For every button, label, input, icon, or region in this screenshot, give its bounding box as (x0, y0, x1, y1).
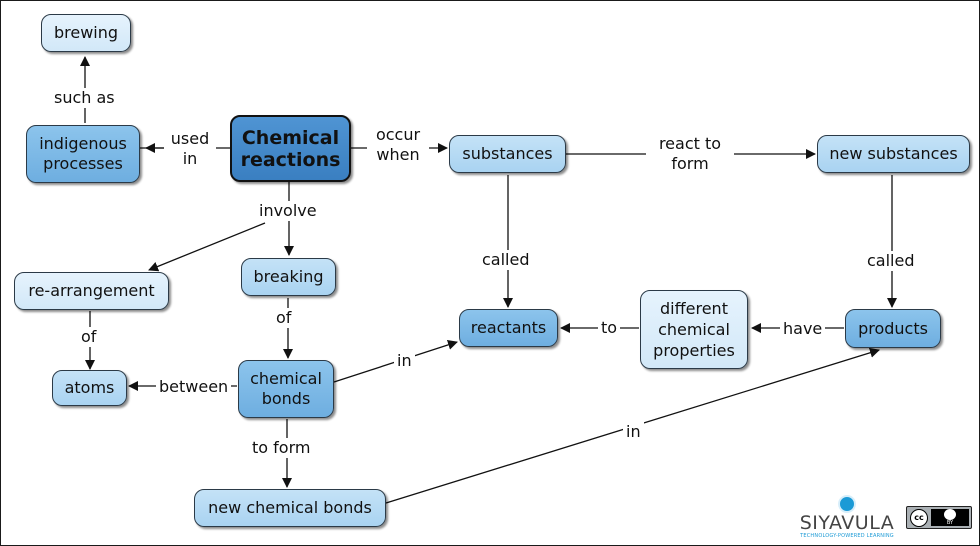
node-atoms-label: atoms (64, 378, 115, 397)
link-of-bonds: of (273, 308, 295, 328)
siyavula-wordmark: SIYAVULA (799, 512, 895, 534)
link-of-atoms: of (78, 327, 100, 347)
link-occur-when-text: occur when (375, 125, 421, 164)
node-chemical-reactions[interactable]: Chemical reactions (230, 115, 351, 182)
node-indigenous-processes-label: indigenous processes (39, 134, 127, 173)
by-attribution-block: BY (931, 509, 969, 526)
siyavula-logo-icon (838, 495, 856, 513)
link-to-form: to form (249, 438, 314, 458)
node-re-arrangement-label: re-arrangement (28, 281, 155, 300)
node-different-chemical-properties-label: different chemical properties (653, 299, 735, 360)
node-substances[interactable]: substances (449, 135, 566, 173)
link-occur-when: occur when (367, 125, 429, 165)
node-re-arrangement[interactable]: re-arrangement (14, 272, 169, 310)
cc-label: cc (914, 513, 924, 522)
link-have: have (780, 319, 826, 339)
link-to: to (598, 318, 621, 338)
link-used-in: used in (164, 129, 216, 169)
node-new-chemical-bonds[interactable]: new chemical bonds (194, 489, 386, 527)
link-called-products: called (864, 251, 918, 271)
edge-involve-rearrangement (148, 222, 266, 272)
node-new-chemical-bonds-label: new chemical bonds (208, 498, 372, 517)
node-chemical-bonds-label: chemical bonds (250, 369, 322, 408)
node-new-substances[interactable]: new substances (817, 135, 970, 173)
attribution-person-icon (944, 509, 956, 520)
link-such-as: such as (51, 88, 118, 108)
siyavula-logo: SIYAVULA TECHNOLOGY-POWERED LEARNING (797, 495, 897, 539)
node-indigenous-processes[interactable]: indigenous processes (26, 125, 140, 183)
link-in-reactants: in (394, 351, 415, 371)
link-in-products: in (623, 422, 644, 442)
link-between: between (156, 377, 232, 397)
node-brewing[interactable]: brewing (41, 14, 131, 52)
node-chemical-bonds[interactable]: chemical bonds (238, 360, 334, 418)
siyavula-tagline: TECHNOLOGY-POWERED LEARNING (800, 533, 894, 539)
link-involve: involve (256, 201, 320, 221)
link-called-reactants: called (479, 250, 533, 270)
node-substances-label: substances (462, 144, 553, 163)
node-products[interactable]: products (845, 309, 941, 348)
node-new-substances-label: new substances (829, 144, 958, 163)
node-brewing-label: brewing (53, 23, 119, 42)
link-used-in-text: used in (170, 129, 210, 168)
node-breaking[interactable]: breaking (241, 258, 336, 296)
node-chemical-reactions-label: Chemical reactions (240, 126, 341, 171)
link-react-to-form: react to form (646, 134, 734, 174)
node-different-chemical-properties[interactable]: different chemical properties (640, 290, 748, 369)
link-react-to-form-text: react to form (658, 134, 722, 173)
node-products-label: products (858, 318, 928, 338)
node-reactants-label: reactants (470, 318, 547, 337)
cc-by-license-badge: cc BY (906, 506, 972, 529)
by-label: BY (946, 520, 954, 526)
creative-commons-icon: cc (910, 508, 928, 527)
node-atoms[interactable]: atoms (52, 370, 127, 406)
node-reactants[interactable]: reactants (459, 309, 558, 347)
node-breaking-label: breaking (253, 267, 324, 286)
